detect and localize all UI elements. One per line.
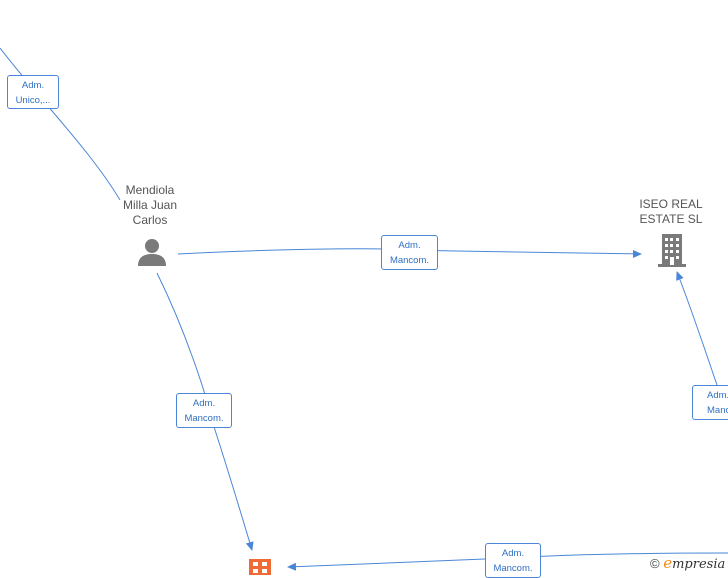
edge-label-person-to-iseo[interactable]: Adm. Mancom.	[381, 235, 438, 270]
edge-label-right-to-bottom[interactable]: Adm. Mancom.	[485, 543, 541, 578]
company-name-label[interactable]: ISEO REAL ESTATE SL	[639, 197, 703, 226]
edge-right-to-iseo	[676, 271, 719, 389]
brand-initial: e	[663, 554, 673, 572]
edge-top-left	[0, 47, 121, 201]
copyright-symbol: ©	[650, 556, 660, 571]
edge-label-person-to-bottom[interactable]: Adm. Mancom.	[176, 393, 232, 428]
brand-watermark: © empresia	[650, 554, 725, 572]
building-icon[interactable]	[658, 234, 686, 267]
edge-person-to-bottom	[156, 272, 254, 551]
person-icon[interactable]	[138, 239, 166, 266]
edge-label-adm-unico[interactable]: Adm. Unico,...	[7, 75, 59, 109]
highlighted-building-icon[interactable]	[249, 559, 271, 575]
edge-label-right-to-iseo[interactable]: Adm. Mancom.	[692, 385, 728, 420]
brand-name: mpresia	[672, 557, 726, 572]
person-name-label[interactable]: Mendiola Milla Juan Carlos	[122, 183, 178, 227]
